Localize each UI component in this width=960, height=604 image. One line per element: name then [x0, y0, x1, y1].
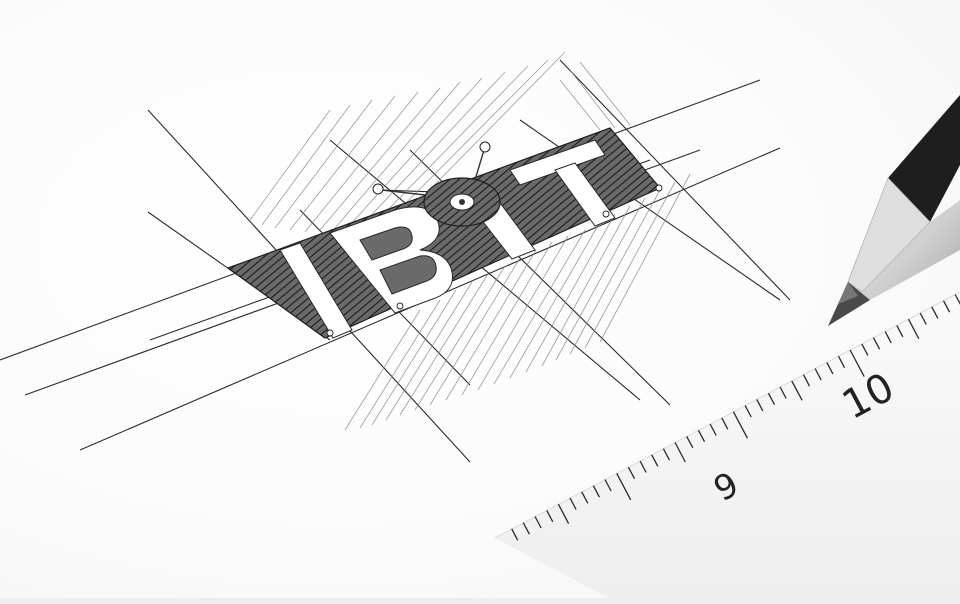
ruler-tick — [662, 448, 671, 461]
ruler-ticks — [511, 294, 960, 541]
ruler-tick — [534, 516, 542, 529]
ruler-tick — [557, 503, 570, 524]
ruler-tick — [826, 362, 834, 375]
ruler-tick — [732, 411, 748, 439]
ruler-tick — [569, 497, 577, 510]
ruler-tick — [791, 380, 803, 401]
ruler-tick — [942, 300, 951, 313]
ruler-tick — [522, 522, 530, 535]
ruler-tick — [697, 429, 706, 443]
ruler-tick — [802, 374, 811, 387]
ruler-tick — [511, 528, 519, 541]
ruler-tick — [627, 466, 636, 480]
ruler-tick — [872, 337, 881, 350]
ruler-tick — [884, 331, 892, 344]
ruler-tick — [639, 460, 647, 473]
scribble-shading — [249, 51, 691, 431]
ruler-tick — [896, 325, 904, 338]
ruler: 9 10 — [494, 291, 960, 604]
ruler-tick — [674, 442, 686, 463]
pencil-graphite-point — [828, 282, 870, 326]
ruler-tick — [767, 392, 776, 406]
ruler-tick — [779, 386, 787, 399]
logo-band — [226, 127, 661, 339]
ruler-tick — [592, 485, 600, 498]
pencil — [828, 95, 960, 326]
ruler-tick — [686, 436, 694, 449]
ruler-tick — [849, 349, 865, 377]
pencil-body — [888, 95, 960, 222]
ruler-tick — [756, 399, 764, 412]
ruler-tick — [837, 355, 846, 369]
logo-sketch-bit — [226, 127, 663, 339]
ruler-tick — [814, 368, 822, 381]
ruler-tick — [907, 318, 920, 340]
ruler-tick — [744, 405, 752, 418]
ruler-tick — [616, 472, 632, 501]
logo-emblem — [372, 141, 501, 227]
ruler-tick — [931, 306, 939, 319]
ruler-tick — [954, 294, 960, 305]
ruler-tick — [546, 509, 554, 523]
ruler-tick — [919, 312, 927, 325]
ruler-tick — [709, 423, 717, 436]
ruler-tick — [604, 479, 612, 492]
ruler-tick — [581, 491, 589, 504]
ruler-tick — [721, 417, 729, 430]
ruler-tick — [651, 454, 659, 467]
ruler-tick — [861, 343, 869, 356]
page-bottom-edge — [0, 598, 960, 604]
